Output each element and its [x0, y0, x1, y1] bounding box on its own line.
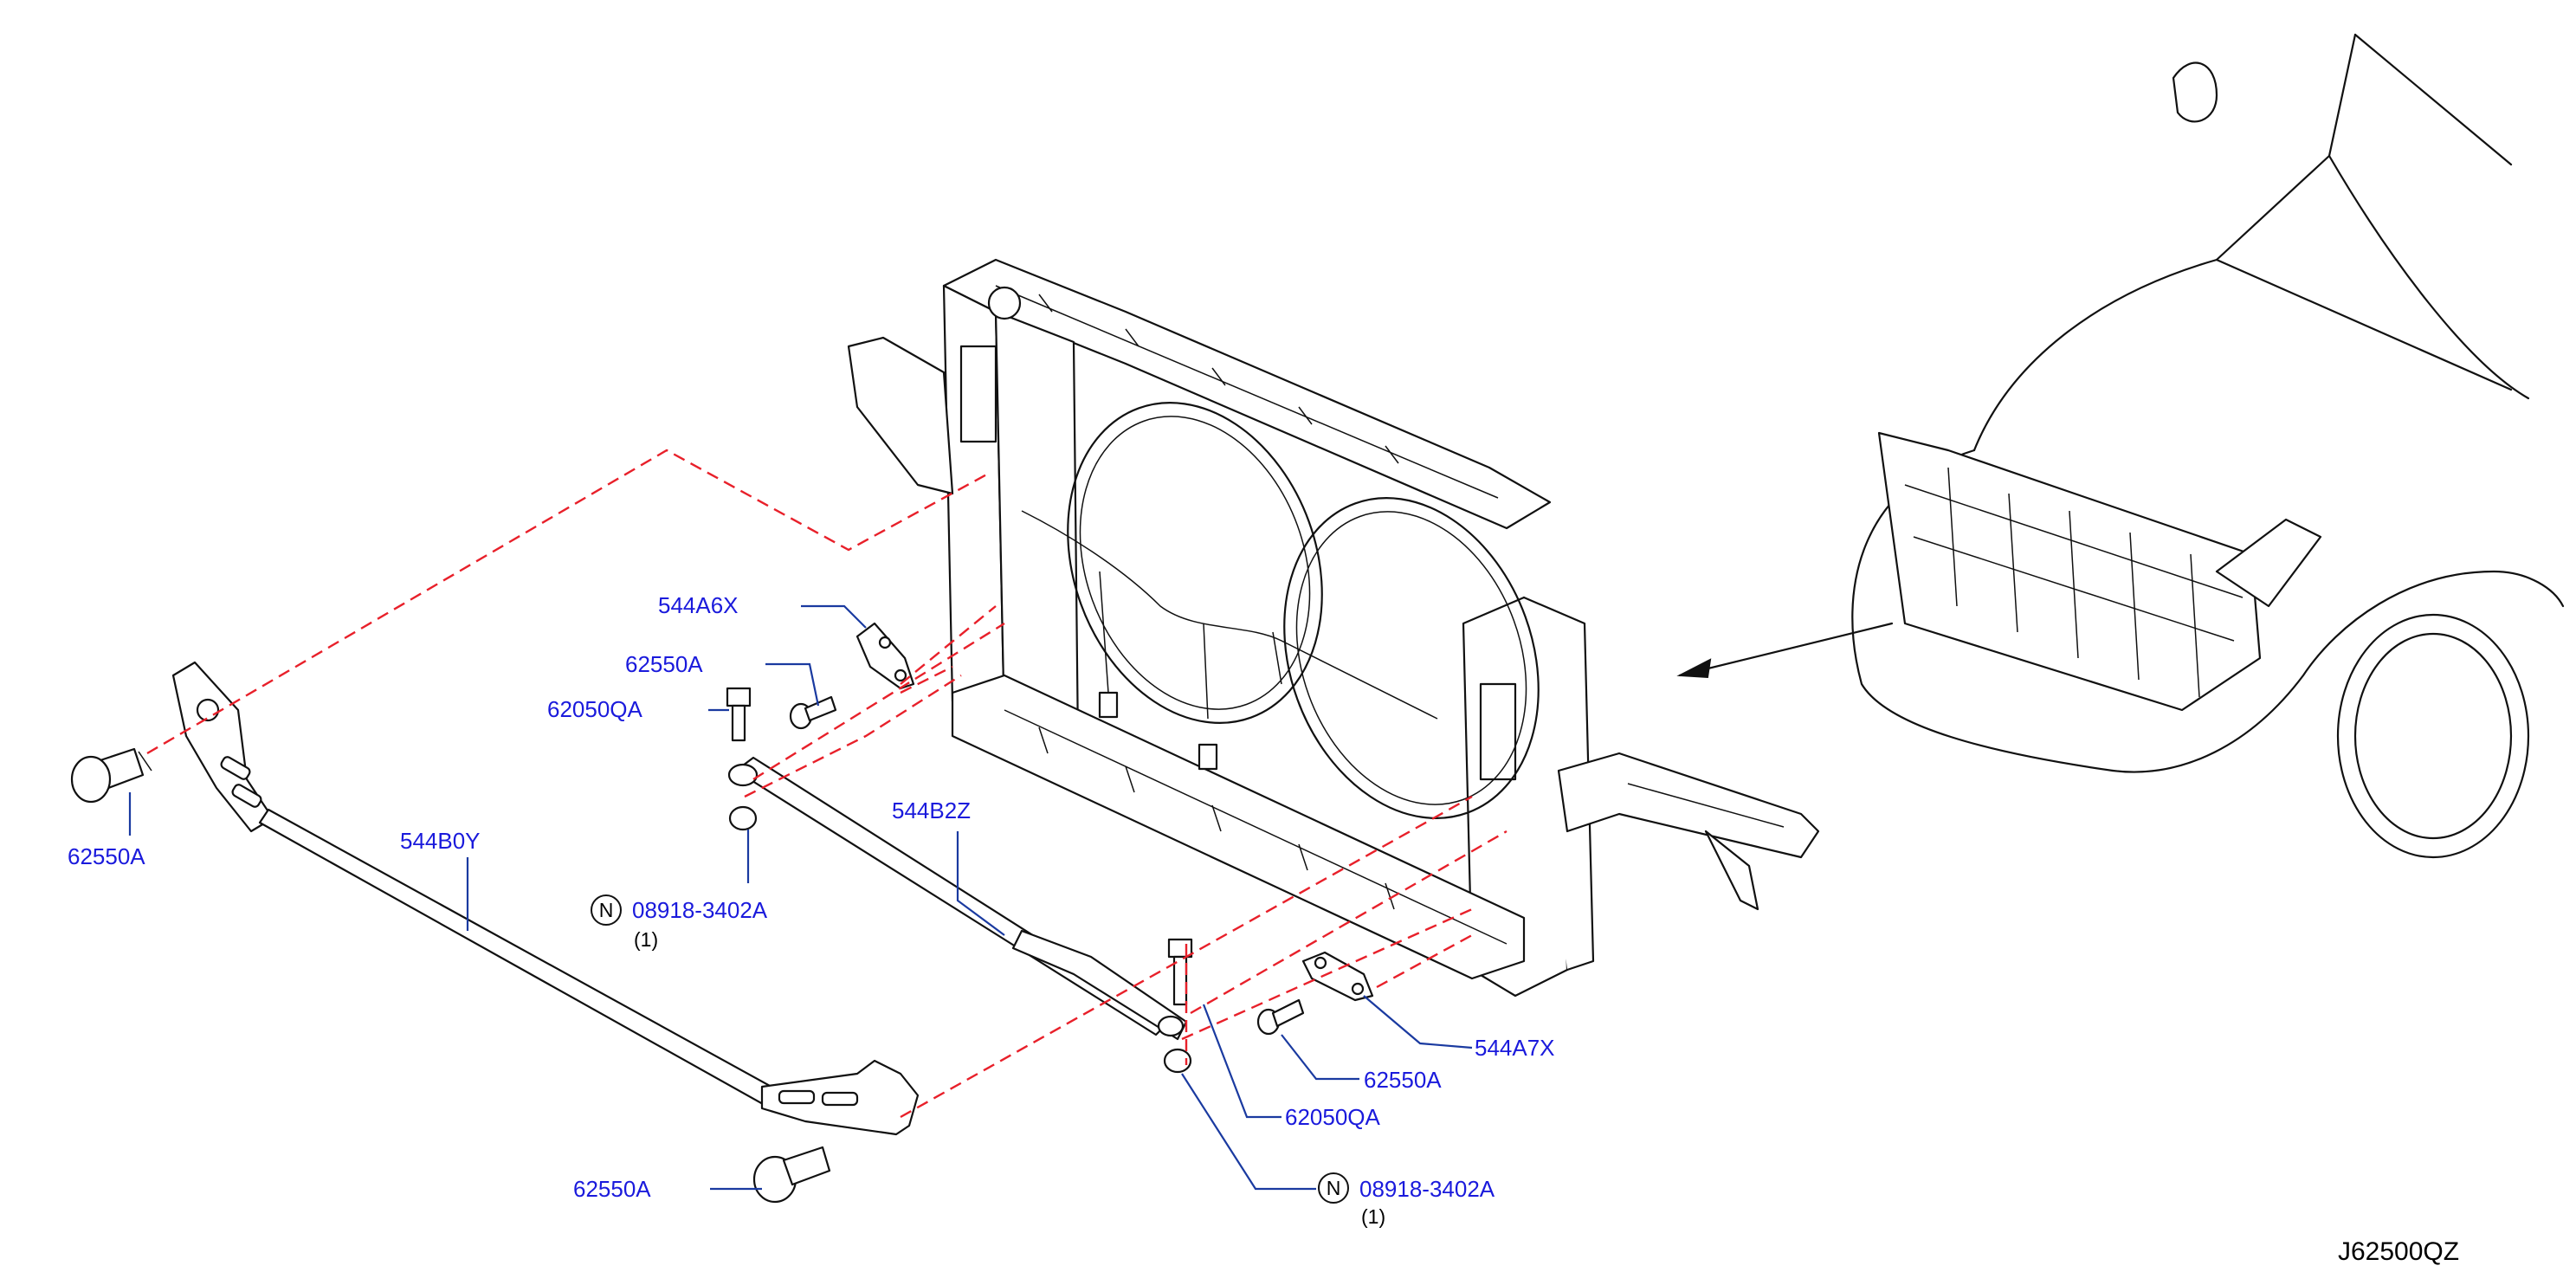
diagram-reference-code: J62500QZ: [2338, 1237, 2459, 1266]
label-08918-upper-qty: (1): [634, 928, 658, 951]
label-62050qa-lower: 62050QA: [1285, 1104, 1381, 1130]
label-08918-lower: 08918-3402A: [1359, 1176, 1495, 1202]
label-08918-lower-qty: (1): [1361, 1205, 1385, 1228]
bolt-62050qa-lower: [1167, 938, 1193, 1006]
nut-08918-lower: [1163, 1048, 1192, 1074]
label-544a7x: 544A7X: [1475, 1035, 1555, 1061]
bracket-544a6x: [855, 622, 915, 690]
bracket-544a7x: [1301, 951, 1374, 1002]
label-544a6x: 544A6X: [658, 592, 739, 618]
label-62550a-right: 62550A: [1364, 1067, 1442, 1093]
bolt-62050qa-upper: [726, 687, 752, 742]
part-labels: 544A6X 62550A 62050QA 62550A 544B0Y 544B…: [68, 592, 2459, 1266]
alignment-lines: [146, 449, 1508, 1119]
n-badge-icon: [1318, 1172, 1349, 1204]
bolt-62550a-bottom: [752, 1146, 831, 1204]
bolt-62550a-upper: [789, 695, 837, 730]
bolt-62550a-left: [70, 747, 152, 804]
vehicle-overview: [1676, 33, 2565, 859]
nut-08918-upper: [728, 805, 758, 831]
label-62550a-left: 62550A: [68, 843, 145, 869]
label-62550a-upper: 62550A: [625, 651, 703, 677]
n-badge-letter: N: [1327, 1177, 1341, 1199]
leader-lines: [128, 604, 1473, 1191]
label-62050qa-upper: 62050QA: [547, 696, 643, 722]
lower-brace-center: [727, 756, 1188, 1041]
n-badge-icon: [591, 894, 622, 926]
radiator-core-support: [847, 258, 1820, 998]
label-08918-upper: 08918-3402A: [632, 897, 768, 923]
n-badge-letter: N: [599, 899, 614, 921]
label-544b0y: 544B0Y: [400, 828, 481, 854]
lower-brace-left: [171, 661, 920, 1136]
label-62550a-bottom: 62550A: [573, 1176, 651, 1202]
label-544b2z: 544B2Z: [892, 797, 971, 823]
bolt-62550a-right: [1256, 998, 1305, 1036]
